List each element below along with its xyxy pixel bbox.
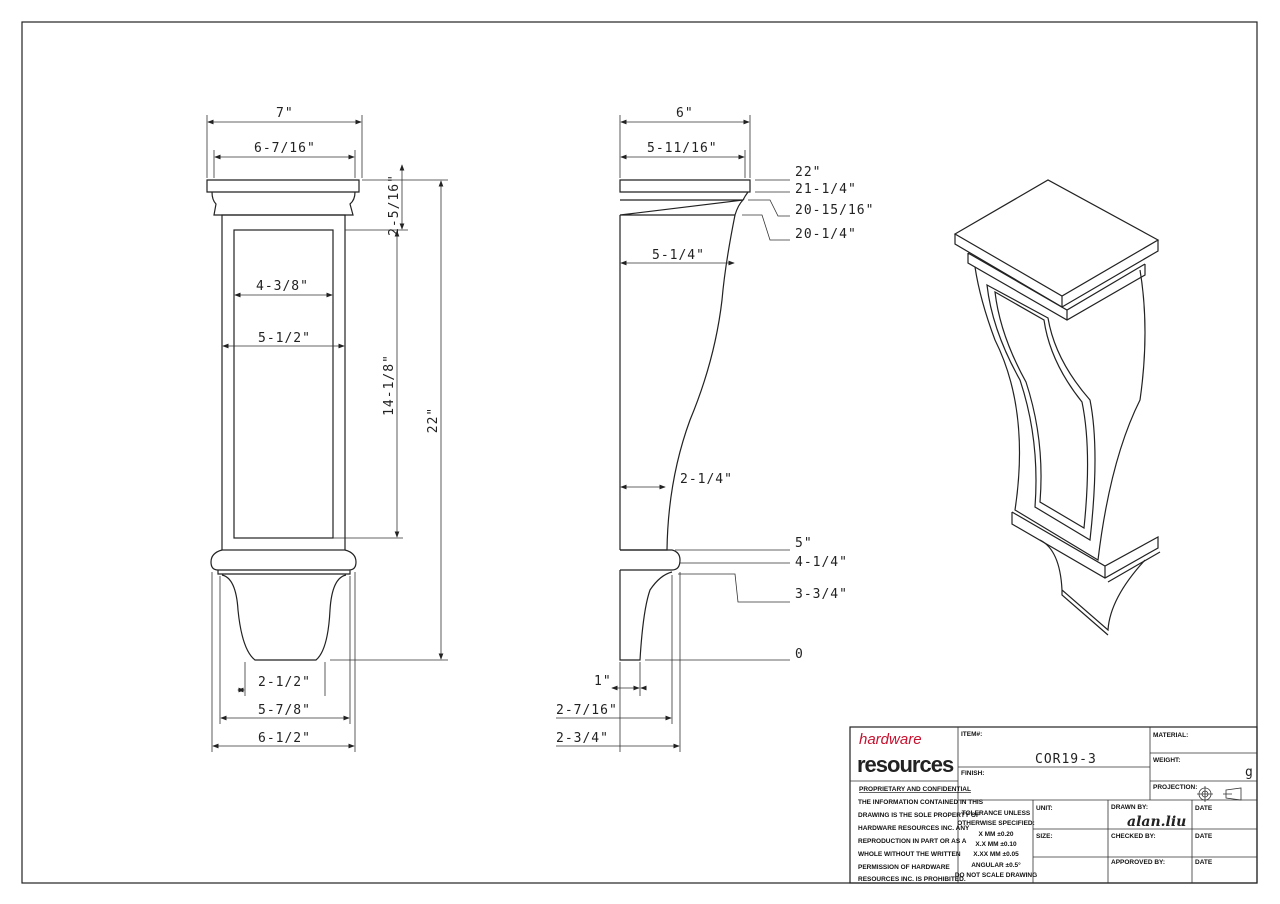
date-label: DATE (1195, 833, 1213, 840)
date-label: DATE (1195, 859, 1213, 866)
dim-width-top: 7" (276, 106, 294, 121)
dim-base-depth: 2-3/4" (556, 731, 609, 746)
dim-foot-top: 5-7/8" (258, 703, 311, 718)
dim-body-width: 5-1/2" (258, 331, 311, 346)
side-view: 6" 5-11/16" 5-1/4" 2-1/4" 22" 21-1/4" 20… (556, 106, 874, 752)
height-0: 0 (795, 647, 804, 662)
tolerance-line: X.XX MM ±0.05 (973, 851, 1019, 858)
dim-foot-depth-top: 2-7/16" (556, 703, 618, 718)
proprietary-line: DRAWING IS THE SOLE PROPERTY OF (858, 812, 980, 819)
proprietary-line: HARDWARE RESOURCES INC. ANY (858, 825, 970, 832)
drawn-by-signature: alan.liu (1127, 814, 1186, 830)
date-label: DATE (1195, 805, 1213, 812)
material-label: MATERIAL: (1153, 732, 1188, 739)
dim-panel-width: 4-3/8" (256, 279, 309, 294)
height-5: 5" (795, 536, 813, 551)
unit-label: UNIT: (1036, 805, 1053, 812)
proprietary-line: PERMISSION OF HARDWARE (858, 864, 950, 871)
dim-base-width: 6-1/2" (258, 731, 311, 746)
tolerance-line: X MM ±0.20 (979, 831, 1014, 838)
weight-value: g (1245, 765, 1254, 780)
dim-depth-waist: 2-1/4" (680, 472, 733, 487)
size-label: SIZE: (1036, 833, 1053, 840)
checked-by-label: CHECKED BY: (1111, 833, 1156, 840)
dim-depth-upper: 5-1/4" (652, 248, 705, 263)
dim-width-cap: 6-7/16" (254, 141, 316, 156)
dim-depth-top: 6" (676, 106, 694, 121)
proprietary-line: THE INFORMATION CONTAINED IN THIS (858, 799, 984, 806)
dim-cap-height: 2-5/16" (387, 174, 402, 236)
proprietary-line: WHOLE WITHOUT THE WRITTEN (858, 851, 961, 858)
weight-label: WEIGHT: (1153, 757, 1180, 764)
height-4-1-4: 4-1/4" (795, 555, 848, 570)
tolerance-line: DO NOT SCALE DRAWING (955, 872, 1037, 879)
tolerance-line: X.X MM ±0.10 (975, 841, 1017, 848)
height-3-3-4: 3-3/4" (795, 587, 848, 602)
dim-depth-cap: 5-11/16" (647, 141, 718, 156)
height-22: 22" (795, 165, 821, 180)
isometric-view (953, 179, 1161, 636)
tolerance-line: OTHERWISE SPECIFIED: (957, 820, 1035, 827)
sheet-border (21, 21, 1258, 884)
dim-foot-depth-bottom: 1" (594, 674, 612, 689)
height-21-1-4: 21-1/4" (795, 182, 857, 197)
height-20-15-16: 20-15/16" (795, 203, 874, 218)
item-label: ITEM#: (961, 731, 982, 738)
tolerance-line: TOLERANCE UNLESS (962, 810, 1031, 817)
dim-height-total: 22" (426, 407, 441, 433)
height-20-1-4: 20-1/4" (795, 227, 857, 242)
tolerance-line: ANGULAR ±0.5° (971, 861, 1021, 869)
projection-label: PROJECTION: (1153, 784, 1197, 791)
proprietary-line: REPRODUCTION IN PART OR AS A (858, 838, 967, 845)
finish-label: FINISH: (961, 770, 984, 777)
dim-foot-bottom: 2-1/2" (258, 675, 311, 690)
logo-resources: resources (857, 752, 954, 777)
projection-symbol-icon (1197, 786, 1242, 802)
proprietary-title: PROPRIETARY AND CONFIDENTIAL (859, 786, 971, 793)
drawn-by-label: DRAWN BY: (1111, 804, 1148, 811)
item-value: COR19-3 (1035, 752, 1097, 767)
proprietary-line: RESOURCES INC. IS PROHIBITED. (858, 876, 966, 883)
logo-hardware: hardware (859, 731, 922, 748)
front-view: 7" 6-7/16" 22" 2-5/16" 14-1/8" 4-3/8" 5-… (206, 106, 448, 752)
dim-panel-height: 14-1/8" (382, 354, 397, 416)
approved-by-label: APPOROVED BY: (1111, 859, 1165, 866)
title-block: hardware resources PROPRIETARY AND CONFI… (849, 726, 1258, 884)
